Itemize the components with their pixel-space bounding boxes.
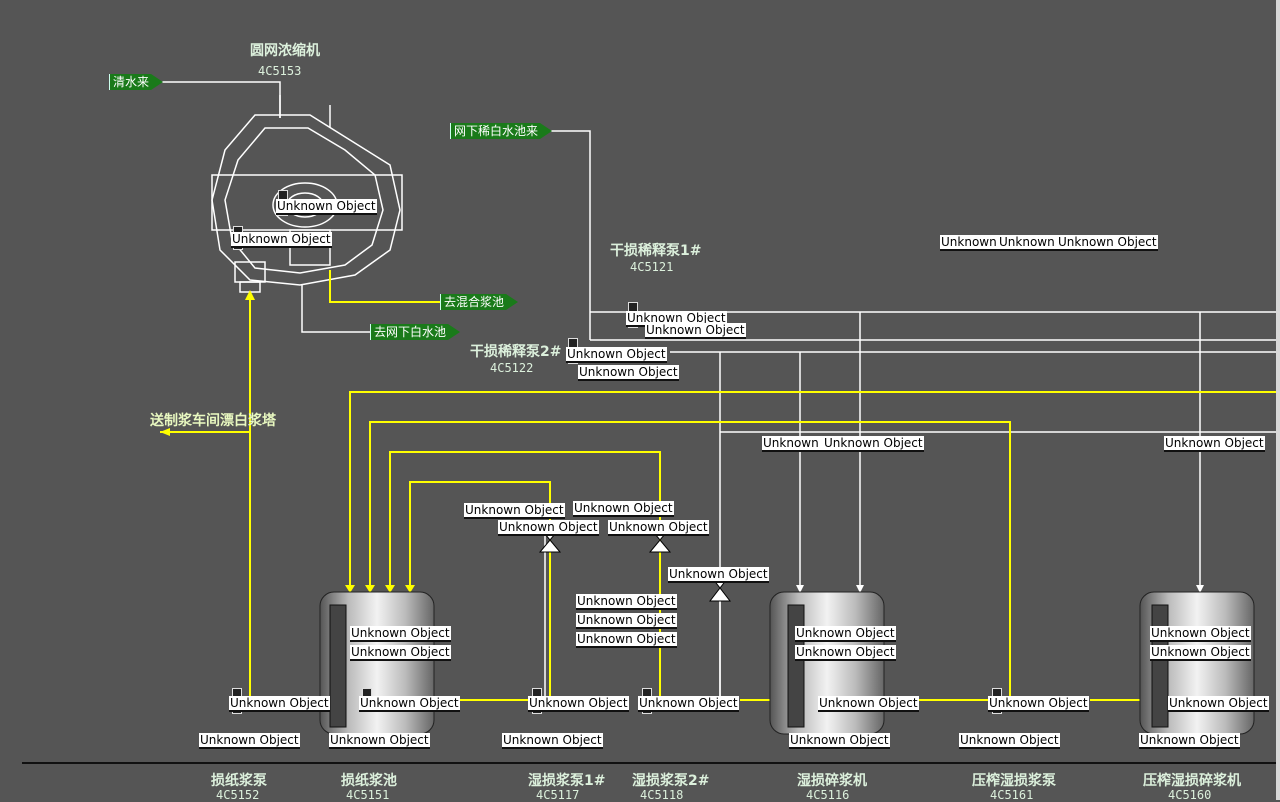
equipment-tag: 4C5117 <box>536 788 580 802</box>
unknown-object[interactable]: Unknown Object <box>1164 436 1265 452</box>
unknown-object[interactable]: Unknown Object <box>578 365 679 381</box>
equipment-tag: 4C5116 <box>806 788 850 802</box>
unknown-object[interactable]: Unknown Object <box>823 436 924 452</box>
equipment-tag: 4C5152 <box>216 788 260 802</box>
thickener-title: 圆网浓缩机 <box>250 43 320 59</box>
unknown-object[interactable]: Unknown Object <box>329 733 430 749</box>
unknown-object[interactable]: Unknown Object <box>276 199 377 215</box>
unknown-object[interactable]: Unknown Object <box>668 567 769 583</box>
unknown-object[interactable]: Unknown Object <box>576 632 677 648</box>
unknown-object[interactable]: Unknown Object <box>350 645 451 661</box>
flag-white-water-in[interactable]: 网下稀白水池来 <box>450 123 552 139</box>
equipment-tag: 4C5118 <box>640 788 684 802</box>
dry-pump2-tag: 4C5122 <box>490 361 534 375</box>
unknown-object[interactable]: Unknown Object <box>229 696 330 712</box>
unknown-object[interactable]: Unknown Object <box>795 626 896 642</box>
yellow-pipes <box>160 270 1280 701</box>
unknown-object[interactable]: Unknown Object <box>638 696 739 712</box>
side-label: 送制浆车间漂白浆塔 <box>150 413 276 429</box>
equipment-label: 湿损碎浆机 <box>797 773 867 789</box>
white-pipes <box>160 81 1280 700</box>
unknown-object[interactable]: Unknown Object <box>498 520 599 536</box>
unknown-object[interactable]: Unknown Object <box>576 613 677 629</box>
unknown-object[interactable]: Unknown Object <box>645 323 746 339</box>
unknown-object[interactable]: Unknown Object <box>1057 235 1158 251</box>
tank-press-broke-pulper <box>1139 591 1255 735</box>
dry-pump2-title: 干损稀释泵2# <box>470 344 562 360</box>
unknown-object[interactable]: Unknown Object <box>1150 645 1251 661</box>
thickener-drum <box>211 95 403 293</box>
arrows <box>160 290 415 593</box>
equipment-label: 压榨湿损浆泵 <box>972 773 1056 789</box>
equipment-tag: 4C5160 <box>1168 788 1212 802</box>
flag-to-white-water[interactable]: 去网下白水池 <box>370 324 460 340</box>
flag-to-mix-chest[interactable]: 去混合浆池 <box>440 294 518 310</box>
dry-pump1-tag: 4C5121 <box>630 260 674 274</box>
equipment-label: 湿损浆泵2# <box>632 773 710 789</box>
unknown-object[interactable]: Unknown Object <box>528 696 629 712</box>
unknown-object[interactable]: Unknown Object <box>464 503 565 519</box>
dry-pump1-title: 干损稀释泵1# <box>610 243 702 259</box>
flag-clear-water[interactable]: 清水来 <box>109 74 163 90</box>
unknown-object[interactable]: Unknown Object <box>818 696 919 712</box>
unknown-object[interactable]: Unknown Object <box>359 696 460 712</box>
equipment-tag: 4C5151 <box>346 788 390 802</box>
equipment-label: 湿损浆泵1# <box>528 773 606 789</box>
equipment-label: 损纸浆泵 <box>211 773 267 789</box>
tank-wet-broke-pulper <box>769 591 885 735</box>
unknown-object[interactable]: Unknown Object <box>789 733 890 749</box>
unknown-object[interactable]: Unknown Object <box>231 232 332 248</box>
unknown-object[interactable]: Unknown Object <box>502 733 603 749</box>
unknown-object[interactable]: Unknown Object <box>566 347 667 363</box>
unknown-object[interactable]: Unknown Object <box>1139 733 1240 749</box>
unknown-object[interactable]: Unknown Object <box>350 626 451 642</box>
unknown-object[interactable]: Unknown Object <box>795 645 896 661</box>
unknown-object[interactable]: Unknown Object <box>1168 696 1269 712</box>
thickener-tag: 4C5153 <box>258 64 302 78</box>
unknown-object[interactable]: Unknown Object <box>573 501 674 517</box>
equipment-label: 损纸浆池 <box>341 773 397 789</box>
equipment-tag: 4C5161 <box>990 788 1034 802</box>
unknown-object[interactable]: Unknown Object <box>199 733 300 749</box>
tank-broke-chest <box>319 591 435 735</box>
unknown-object[interactable]: Unknown Object <box>1150 626 1251 642</box>
unknown-object[interactable]: Unknown Object <box>576 594 677 610</box>
unknown-object[interactable]: Unknown Object <box>959 733 1060 749</box>
unknown-object[interactable]: Unknown Object <box>988 696 1089 712</box>
unknown-object[interactable]: Unknown Object <box>608 520 709 536</box>
scrollbar[interactable] <box>1276 0 1280 800</box>
equipment-label: 压榨湿损碎浆机 <box>1143 773 1241 789</box>
